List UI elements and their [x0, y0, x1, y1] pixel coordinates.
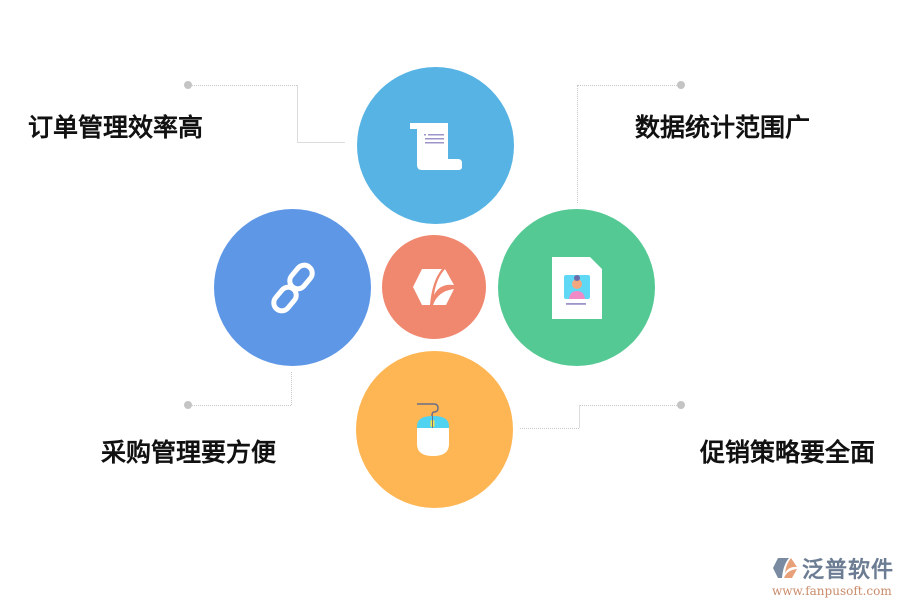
- connector-dot-top-left: [184, 81, 192, 89]
- connector-line: [577, 85, 578, 203]
- connector-dot-bottom-right: [677, 401, 685, 409]
- connector-line: [297, 142, 345, 143]
- node-promotion-strategy: [356, 351, 513, 508]
- chain-link-icon: [270, 262, 315, 313]
- node-purchase-management: [214, 209, 371, 366]
- connector-line: [192, 85, 297, 86]
- brand-leaf-hexagon-icon: [413, 269, 454, 305]
- connector-dot-top-right: [677, 81, 685, 89]
- connector-dot-bottom-left: [184, 401, 192, 409]
- node-center-brand: [382, 235, 486, 339]
- connector-line: [579, 405, 677, 406]
- brand-url: www.fanpusoft.com: [772, 584, 892, 598]
- connector-line: [579, 405, 580, 428]
- connector-line: [192, 405, 291, 406]
- computer-mouse-icon: [416, 402, 449, 456]
- scroll-document-icon: [409, 122, 462, 170]
- brand-name: 泛普软件: [802, 558, 895, 583]
- node-data-statistics: [498, 209, 655, 366]
- connector-line: [291, 372, 292, 405]
- brand-logo-icon: [773, 558, 797, 578]
- label-order-management: 订单管理效率高: [28, 113, 204, 142]
- label-promotion-strategy: 促销策略要全面: [700, 438, 876, 467]
- label-data-statistics: 数据统计范围广: [635, 113, 811, 142]
- label-purchase-management: 采购管理要方便: [101, 438, 277, 467]
- connector-line: [297, 85, 298, 142]
- id-card-document-icon: [551, 256, 602, 319]
- connector-line: [520, 428, 579, 429]
- node-order-management: [357, 67, 514, 224]
- connector-line: [577, 85, 677, 86]
- brand-watermark: 泛普软件 www.fanpusoft.com: [772, 552, 894, 598]
